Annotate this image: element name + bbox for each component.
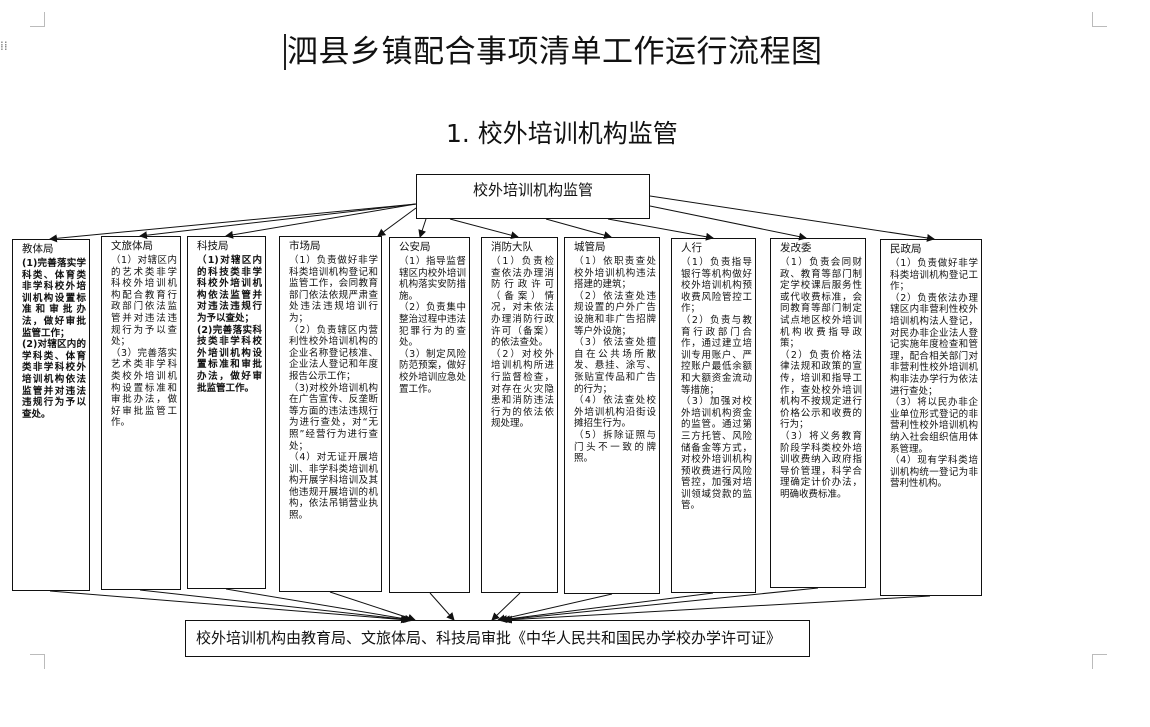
connector-arrow [418, 218, 427, 238]
dept-duties: （1）指导监督辖区内校外培训机构落实安防措施。 （2）负责集中整治过程中违法犯罪… [399, 256, 466, 395]
dept-duties: （1)对辖区内的科技类非学科校外培训机构依法监管并对违法违规行为予以查处； (2… [197, 255, 262, 394]
connector-arrow [499, 592, 714, 624]
connector-arrow [491, 592, 521, 621]
page-title: 泗县乡镇配合事项清单工作运行流程图 [287, 34, 823, 70]
connector-arrow [504, 595, 931, 624]
text-cursor [284, 34, 286, 70]
connector-arrow [377, 207, 417, 237]
bottom-box: 校外培训机构由教育局、文旅体局、科技局审批《中华人民共和国民办学校办学许可证》 [185, 620, 810, 657]
dept-duties: （1）负责会同财政、教育等部门制定学校课后服务性或代收费标准，会同教育等部门制定… [780, 257, 862, 500]
connector-arrow [429, 592, 455, 621]
dept-name: 文旅体局 [111, 240, 153, 252]
dept-name: 城管局 [574, 241, 606, 253]
dept-duties: （1）负责指导银行等机构做好校外培训机构预收费风险管控工作； （2）负责与教育行… [681, 257, 752, 512]
dept-duties: （1）负责做好非学科类培训机构登记和监管工作，会同教育部门依法依规严肃查处违法违… [289, 255, 378, 522]
dept-duties: （1）负责检查依法办理消防行政许可（备案）情况，对未依法办理消防行政许可（备案）… [491, 256, 554, 430]
connector-arrow [225, 203, 417, 239]
connector-arrow [139, 203, 417, 240]
dept-name: 公安局 [399, 241, 431, 253]
connector-arrow [449, 218, 519, 240]
dept-name: 教体局 [22, 243, 54, 255]
dept-box-fagai: 发改委 （1）负责会同财政、教育等部门制定学校课后服务性或代收费标准，会同教育等… [770, 238, 866, 588]
dept-duties: （1）负责做好非学科类培训机构登记工作； （2）负责依法办理辖区内非营利性校外培… [890, 258, 978, 490]
section-subtitle: 1. 校外培训机构监管 [446, 119, 678, 148]
connector-arrow [497, 593, 613, 623]
dept-box-chengguan: 城管局 （1）依职责查处校外培训机构违法搭建的建筑； （2）依法查处违规设置的户… [564, 237, 660, 594]
dept-duties: (1)完善落实学科类、体育类非学科校外培训机构设置标准和审批办法，做好审批监管工… [22, 258, 86, 420]
dept-box-jiaoti: 教体局 (1)完善落实学科类、体育类非学科校外培训机构设置标准和审批办法，做好审… [12, 239, 90, 591]
connector-arrow [329, 591, 416, 622]
dept-duties: （1）依职责查处校外培训机构违法搭建的建筑； （2）依法查处违规设置的户外广告设… [574, 256, 656, 465]
dept-box-shichang: 市场局 （1）负责做好非学科类培训机构登记和监管工作，会同教育部门依法依规严肃查… [279, 236, 382, 592]
top-box: 校外培训机构监管 [416, 174, 650, 219]
dept-name: 消防大队 [491, 241, 533, 253]
connector-arrow [139, 589, 411, 624]
dept-box-keji: 科技局 （1)对辖区内的科技类非学科校外培训机构依法监管并对违法违规行为予以查处… [187, 236, 266, 589]
dept-name: 人行 [681, 242, 702, 254]
dept-name: 市场局 [289, 240, 321, 252]
connector-arrow [545, 218, 612, 239]
connector-arrow [649, 195, 935, 242]
connector-arrow [49, 590, 409, 624]
page-corner-mark [30, 12, 45, 27]
connector-arrow [502, 587, 819, 624]
drag-handle-icon[interactable]: ⁞⁞ [0, 39, 8, 53]
connector-arrow [225, 588, 413, 623]
connector-arrow [49, 203, 417, 243]
dept-box-xiaofang: 消防大队 （1）负责检查依法办理消防行政许可（备案）情况，对未依法办理消防行政许… [481, 237, 558, 593]
dept-name: 民政局 [890, 243, 922, 255]
dept-box-minzheng: 民政局 （1）负责做好非学科类培训机构登记工作； （2）负责依法办理辖区内非营利… [880, 239, 982, 596]
connector-arrow [607, 218, 714, 241]
dept-duties: （1）对辖区内的艺术类非学科校外培训机构配合教育行政部门依法监管并对违法违规行为… [111, 255, 177, 429]
page-corner-mark [1092, 654, 1107, 669]
page-corner-mark [30, 654, 45, 669]
dept-box-renhang: 人行 （1）负责指导银行等机构做好校外培训机构预收费风险管控工作； （2）负责与… [671, 238, 756, 593]
dept-box-wenlvti: 文旅体局 （1）对辖区内的艺术类非学科校外培训机构配合教育行政部门依法监管并对违… [101, 236, 181, 590]
connector-arrow [649, 205, 807, 241]
page-corner-mark [1092, 12, 1107, 27]
dept-name: 发改委 [780, 242, 812, 254]
dept-name: 科技局 [197, 240, 229, 252]
dept-box-gongan: 公安局 （1）指导监督辖区内校外培训机构落实安防措施。 （2）负责集中整治过程中… [389, 237, 470, 593]
